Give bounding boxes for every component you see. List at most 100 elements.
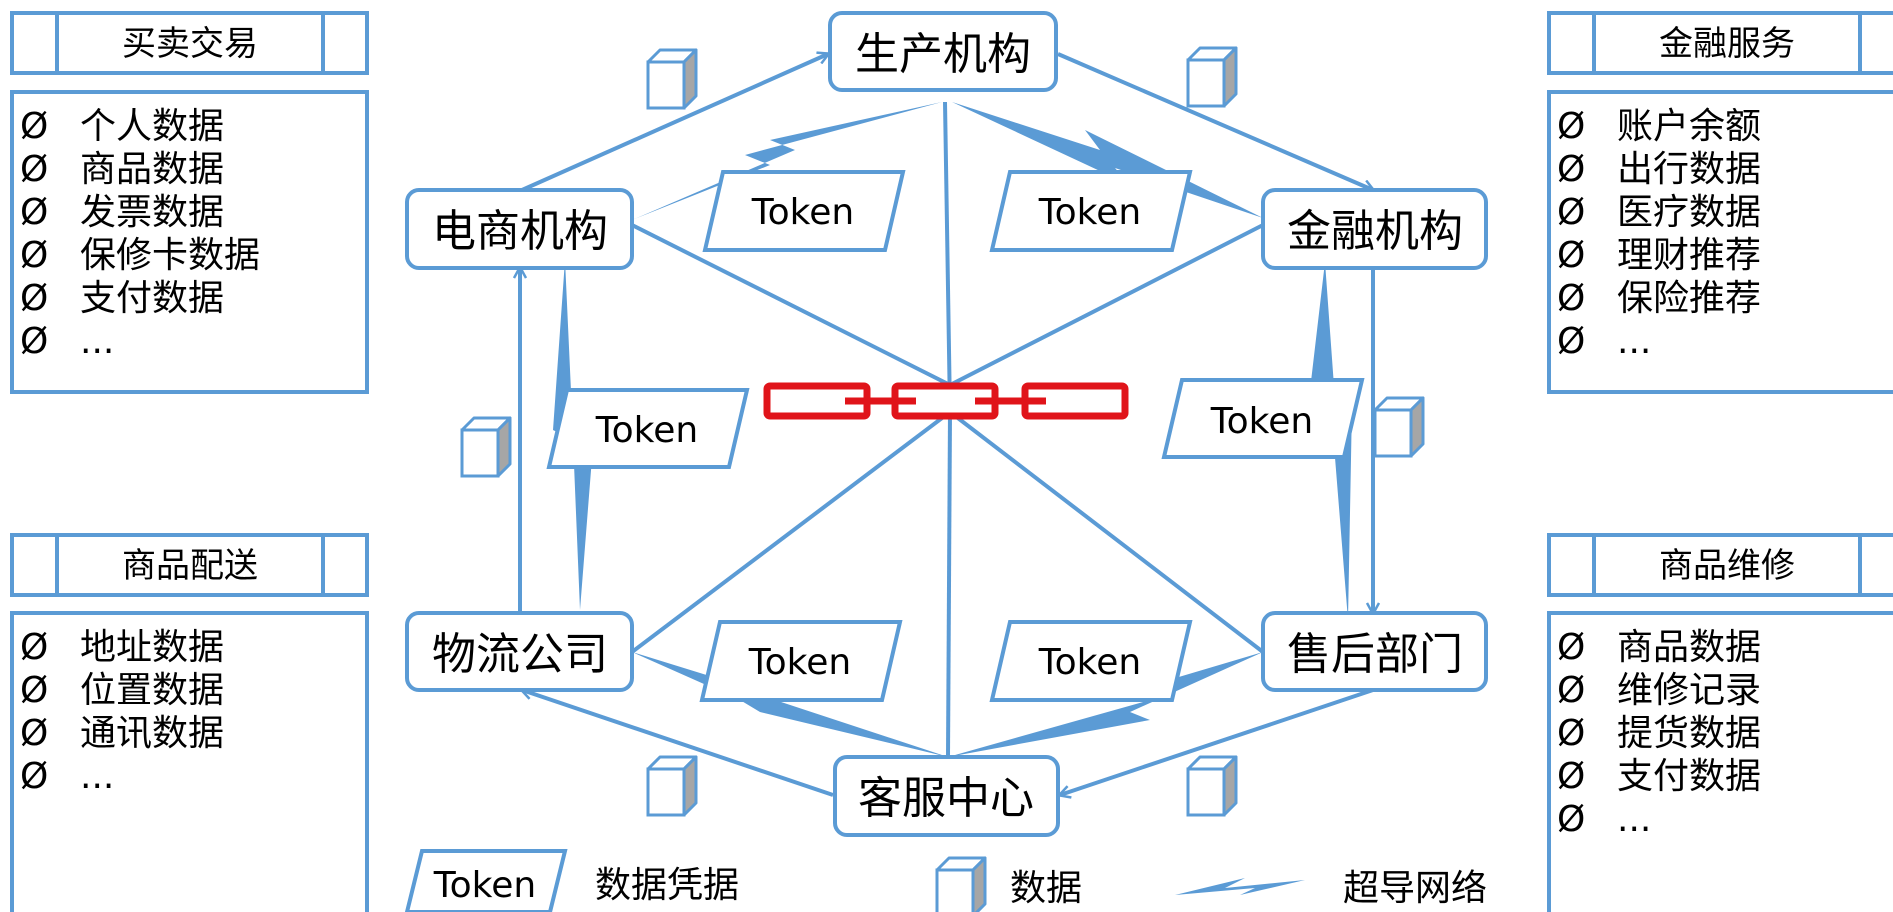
node-finance-label: 金融机构 (1287, 206, 1463, 257)
list-bullet: Ø (20, 106, 48, 147)
token-label: Token (1038, 192, 1141, 233)
list-bullet: Ø (1557, 149, 1585, 190)
panel-repair-body (1547, 611, 1893, 912)
data-cube-icon (1186, 46, 1238, 108)
list-item: 商品数据 (1617, 627, 1761, 668)
outer-cycle-arrows (520, 54, 1373, 795)
node-logistics-label: 物流公司 (432, 629, 608, 680)
list-bullet: Ø (1557, 106, 1585, 147)
list-bullet: Ø (20, 670, 48, 711)
blockchain-hub-icon (763, 382, 1129, 420)
list-item: 保险推荐 (1617, 278, 1761, 319)
panel-trade-header (10, 11, 369, 75)
panel-delivery-title: 商品配送 (122, 546, 258, 586)
list-bullet: Ø (20, 149, 48, 190)
list-bullet: Ø (20, 713, 48, 754)
hub-connectors (630, 101, 1265, 758)
list-bullet: Ø (20, 756, 48, 797)
list-item: 账户余额 (1617, 106, 1761, 147)
panel-delivery-header (10, 533, 369, 597)
panel-trade-title: 买卖交易 (122, 24, 258, 64)
token-logistics-customerservice: Token (699, 620, 903, 702)
token-finance-aftersales: Token (1161, 378, 1365, 459)
list-bullet: Ø (1557, 713, 1585, 754)
legend-data-cube-icon (935, 856, 987, 912)
list-bullet: Ø (20, 278, 48, 319)
panel-repair-header (1547, 533, 1893, 597)
list-item: ... (1617, 799, 1651, 840)
legend-token-symbol: Token (433, 865, 536, 906)
list-item: 支付数据 (1617, 756, 1761, 797)
token-customerservice-aftersales: Token (989, 620, 1193, 702)
token-label: Token (595, 410, 698, 451)
node-customer-service-label: 客服中心 (858, 773, 1034, 824)
data-cube-icon (1373, 396, 1425, 458)
list-item: ... (80, 756, 114, 797)
panel-trade-body (10, 90, 369, 394)
list-item: 出行数据 (1617, 149, 1761, 190)
list-item: 保修卡数据 (80, 235, 260, 276)
list-bullet: Ø (1557, 756, 1585, 797)
data-cube-icon (1186, 755, 1238, 817)
list-item: 提货数据 (1617, 713, 1761, 754)
list-item: 位置数据 (80, 670, 224, 711)
list-bullet: Ø (1557, 235, 1585, 276)
token-production-ecommerce: Token (702, 170, 906, 252)
node-after-sales: 售后部门 (1261, 611, 1488, 692)
list-bullet: Ø (20, 192, 48, 233)
list-bullet: Ø (1557, 321, 1585, 362)
list-item: 医疗数据 (1617, 192, 1761, 233)
panel-financial-title: 金融服务 (1659, 24, 1795, 64)
network-bolt-finance-aftersales (1310, 262, 1352, 620)
node-ecommerce-label: 电商机构 (432, 206, 608, 257)
panel-repair-list: Ø 商品数据 Ø 维修记录 Ø 提货数据 Ø 支付数据 Ø... (1557, 627, 1761, 840)
node-production-label: 生产机构 (855, 29, 1031, 80)
list-item: 通讯数据 (80, 713, 224, 754)
list-bullet: Ø (1557, 278, 1585, 319)
list-bullet: Ø (20, 321, 48, 362)
legend-token-description: 数据凭据 (595, 865, 739, 906)
list-item: ... (1617, 321, 1651, 362)
panel-trade-list: Ø 个人数据 Ø 商品数据 Ø 发票数据 Ø 保修卡数据 Ø 支付数据 Ø... (20, 106, 260, 362)
list-item: 理财推荐 (1617, 235, 1761, 276)
list-item: 商品数据 (80, 149, 224, 190)
node-ecommerce: 电商机构 (405, 188, 634, 270)
legend-network-description: 超导网络 (1343, 868, 1487, 909)
panel-delivery-list: Ø 地址数据 Ø 位置数据 Ø 通讯数据 Ø... (20, 627, 224, 797)
token-production-finance: Token (989, 170, 1193, 252)
panel-trade: 买卖交易 Ø 个人数据 Ø 商品数据 Ø 发票数据 Ø 保修卡数据 Ø 支付数据 Ø... (10, 11, 369, 394)
list-bullet: Ø (20, 627, 48, 668)
list-bullet: Ø (20, 235, 48, 276)
panel-repair-title: 商品维修 (1659, 546, 1795, 586)
list-item: 个人数据 (80, 106, 224, 147)
list-item: 支付数据 (80, 278, 224, 319)
data-cube-icon (646, 755, 698, 817)
token-label: Token (1038, 642, 1141, 683)
panel-delivery: 商品配送 Ø 地址数据 Ø 位置数据 Ø 通讯数据 Ø... (10, 533, 369, 912)
list-item: 发票数据 (80, 192, 224, 233)
list-item: 地址数据 (80, 627, 224, 668)
panel-financial-body (1547, 90, 1893, 394)
node-after-sales-label: 售后部门 (1287, 629, 1463, 680)
token-label: Token (1210, 401, 1313, 442)
legend-network: 超导网络 (1175, 868, 1487, 909)
token-label: Token (748, 642, 851, 683)
list-bullet: Ø (1557, 670, 1585, 711)
token-ecommerce-logistics: Token (546, 388, 750, 469)
list-item: ... (80, 321, 114, 362)
network-bolt-customerservice-aftersales (948, 652, 1263, 757)
node-production: 生产机构 (828, 11, 1058, 92)
legend-token: Token 数据凭据 (404, 849, 739, 912)
list-bullet: Ø (1557, 627, 1585, 668)
data-cube-icon (460, 416, 512, 478)
legend-network-bolt-icon (1175, 878, 1305, 895)
list-item: 维修记录 (1617, 670, 1761, 711)
data-cube-icon (646, 48, 698, 110)
legend-data: 数据 (935, 856, 1082, 912)
list-bullet: Ø (1557, 799, 1585, 840)
panel-repair: 商品维修 Ø 商品数据 Ø 维修记录 Ø 提货数据 Ø 支付数据 Ø... (1547, 533, 1893, 912)
node-finance: 金融机构 (1261, 188, 1488, 270)
